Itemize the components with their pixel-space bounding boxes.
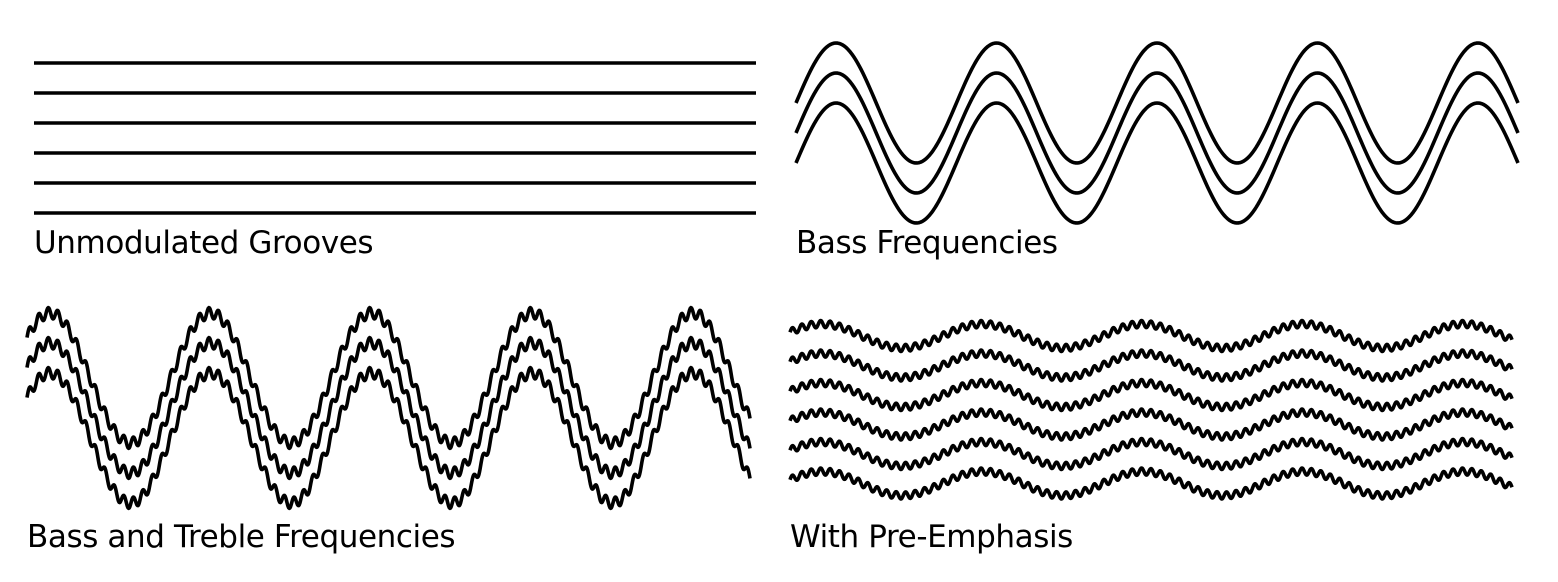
bass-frequencies-caption: Bass Frequencies <box>796 225 1058 261</box>
bass-and-treble-frequencies-caption: Bass and Treble Frequencies <box>27 519 456 555</box>
pre-emphasis-caption: With Pre-Emphasis <box>790 519 1073 555</box>
unmodulated-grooves-panel <box>34 61 756 215</box>
groove-line <box>788 466 1514 501</box>
groove-line <box>794 41 1520 165</box>
groove-line <box>25 305 752 451</box>
bass-and-treble-frequencies-panel <box>25 305 752 511</box>
bass-frequencies-panel <box>794 41 1520 225</box>
groove-line <box>788 436 1514 472</box>
groove-line <box>788 318 1514 354</box>
unmodulated-grooves-caption: Unmodulated Grooves <box>34 225 374 261</box>
groove-line <box>25 335 752 481</box>
groove-line <box>788 407 1514 442</box>
pre-emphasis-panel <box>788 318 1514 501</box>
groove-line <box>794 101 1520 225</box>
groove-line <box>25 365 752 511</box>
groove-line <box>788 377 1514 413</box>
groove-line <box>794 71 1520 195</box>
groove-line <box>788 348 1514 383</box>
